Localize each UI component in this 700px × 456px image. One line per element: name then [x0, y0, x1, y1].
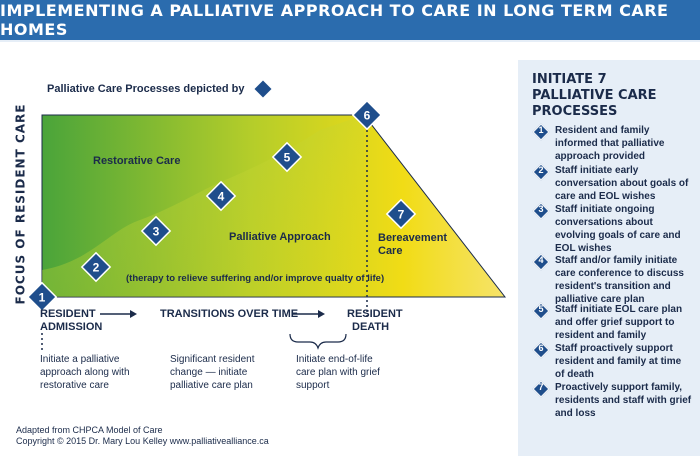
marker-1-label: 1 — [39, 291, 46, 305]
process-text: Staff and/or family initiate care confer… — [555, 255, 684, 305]
admission-note-line: Initiate a palliative — [40, 354, 120, 365]
process-item: 3 Staff initiate ongoing conversations a… — [532, 202, 693, 255]
marker-7-label: 7 — [398, 208, 405, 222]
palliative-approach-note: (therapy to relieve suffering and/or imp… — [126, 273, 385, 284]
process-diamond-icon: 2 — [532, 163, 550, 181]
marker-5-icon: 5 — [271, 141, 303, 173]
marker-4-label: 4 — [218, 190, 225, 204]
marker-2-label: 2 — [93, 261, 100, 275]
process-diamond-icon: 6 — [532, 341, 550, 359]
process-diamond-icon: 4 — [532, 253, 550, 271]
marker-7-icon: 7 — [385, 198, 417, 230]
admission-label-line2: ADMISSION — [40, 321, 103, 333]
death-label-line1: RESIDENT — [347, 308, 403, 320]
title-divider — [0, 40, 700, 42]
process-text: Staff initiate ongoing conversations abo… — [555, 204, 681, 254]
marker-3-label: 3 — [153, 225, 160, 239]
death-note: Initiate end-of-life care plan with grie… — [296, 353, 380, 392]
process-text: Proactively support family, residents an… — [555, 382, 692, 419]
marker-6-label: 6 — [364, 109, 371, 123]
bereavement-label-line1: Bereavement — [378, 232, 448, 244]
process-diamond-icon: 3 — [532, 202, 550, 220]
legend: Palliative Care Processes depicted by — [47, 80, 271, 98]
sidebar-heading-line2: PROCESSES — [532, 104, 618, 119]
bereavement-label-line2: Care — [378, 245, 403, 257]
footer-line1: Adapted from CHPCA Model of Care — [16, 425, 163, 435]
process-text: Staff proactively support resident and f… — [555, 343, 682, 380]
admission-note-line: restorative care — [40, 380, 109, 391]
process-item: 4 Staff and/or family initiate care conf… — [532, 253, 693, 306]
death-note-line: care plan with grief — [296, 367, 380, 378]
death-note-line: Initiate end-of-life — [296, 354, 373, 365]
process-diamond-icon: 7 — [532, 380, 550, 398]
marker-2-icon: 2 — [80, 251, 112, 283]
process-item: 7 Proactively support family, residents … — [532, 380, 693, 420]
marker-5-label: 5 — [284, 151, 291, 165]
timeline-arrow-2 — [293, 310, 325, 318]
transitions-label: TRANSITIONS OVER TIME — [160, 308, 299, 320]
sidebar-heading: INITIATE 7 PALLIATIVE CARE PROCESSES — [532, 72, 692, 120]
death-bracket — [289, 333, 347, 350]
timeline-arrow-1 — [100, 310, 137, 318]
process-item: 2 Staff initiate early conversation abou… — [532, 163, 693, 203]
footer-line2: Copyright © 2015 Dr. Mary Lou Kelley www… — [16, 436, 269, 446]
admission-note: Initiate a palliative approach along wit… — [40, 353, 130, 392]
process-item: 6 Staff proactively support resident and… — [532, 341, 693, 381]
admission-label-line1: RESIDENT — [40, 308, 96, 320]
process-item: 1 Resident and family informed that pall… — [532, 123, 693, 163]
death-label-line2: DEATH — [352, 321, 390, 333]
process-item: 5 Staff initiate EOL care plan and offer… — [532, 302, 693, 342]
process-text: Resident and family informed that pallia… — [555, 125, 665, 162]
title-bar: IMPLEMENTING A PALLIATIVE APPROACH TO CA… — [0, 0, 700, 40]
footer-credit: Adapted from CHPCA Model of Care Copyrig… — [16, 425, 269, 447]
transition-note-line: palliative care plan — [170, 380, 253, 391]
death-note-line: support — [296, 380, 330, 391]
marker-1-icon: 1 — [26, 281, 58, 313]
process-text: Staff initiate early conversation about … — [555, 165, 689, 202]
process-diamond-icon: 1 — [532, 123, 550, 141]
marker-3-icon: 3 — [140, 215, 172, 247]
transition-note-line: change — initiate — [170, 367, 248, 378]
care-diagram: 1 2 3 4 5 6 7 — [26, 99, 507, 350]
page-title: IMPLEMENTING A PALLIATIVE APPROACH TO CA… — [0, 1, 669, 39]
sidebar-heading-line1: INITIATE 7 PALLIATIVE CARE — [532, 72, 657, 103]
legend-label: Palliative Care Processes depicted by — [47, 83, 245, 95]
process-text: Staff initiate EOL care plan and offer g… — [555, 304, 683, 341]
admission-note-line: approach along with — [40, 367, 130, 378]
restorative-care-label: Restorative Care — [93, 155, 181, 167]
marker-4-icon: 4 — [205, 180, 237, 212]
process-diamond-icon: 5 — [532, 302, 550, 320]
transition-note: Significant resident change — initiate p… — [170, 353, 255, 392]
marker-6-icon: 6 — [351, 99, 383, 131]
transition-note-line: Significant resident — [170, 354, 255, 365]
palliative-approach-label: Palliative Approach — [229, 231, 331, 243]
